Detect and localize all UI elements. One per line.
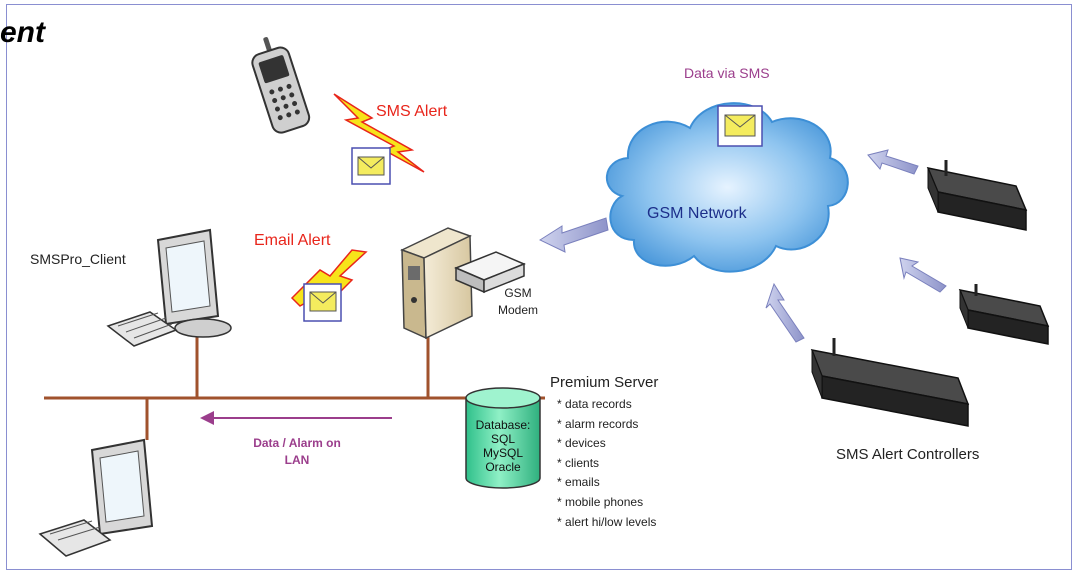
lan-computer-icon [38, 438, 154, 557]
server-list-item: devices [557, 434, 656, 454]
modem-icon [454, 251, 526, 294]
data-via-sms-label: Data via SMS [684, 65, 770, 81]
arrow-from-controller-1-icon [867, 149, 919, 175]
controller-device-2-icon [958, 284, 1050, 345]
sms-alert-label: SMS Alert [376, 103, 448, 120]
lan-label: Data / Alarm on LAN [253, 436, 341, 467]
page-title: ent [0, 16, 45, 49]
server-list-item: data records [557, 395, 656, 415]
arrow-from-controller-2-icon [899, 257, 947, 293]
premium-server-title: Premium Server [550, 374, 659, 391]
premium-server-list: data records alarm records devices clien… [557, 395, 656, 532]
server-list-item: alarm records [557, 415, 656, 435]
mobile-phone-icon [251, 37, 311, 134]
arrow-from-controller-3-icon [765, 282, 805, 343]
database-line: Oracle [485, 460, 521, 474]
database-line: SQL [490, 432, 515, 446]
gsm-modem-label: GSM Modem [497, 286, 538, 317]
server-list-item: mobile phones [557, 493, 656, 513]
sms-lightning-icon [333, 93, 425, 173]
diagram-frame [6, 4, 1072, 570]
sms-envelope-icon [351, 147, 391, 185]
server-list-item: alert hi/low levels [557, 513, 656, 533]
controllers-label: SMS Alert Controllers [836, 446, 980, 463]
client-label: SMSPro_Client [30, 251, 126, 267]
email-envelope-icon [303, 283, 342, 322]
cloud-icon [605, 102, 849, 273]
network-envelope-icon [717, 105, 763, 147]
arrow-to-modem-icon [538, 217, 609, 253]
email-alert-label: Email Alert [254, 232, 331, 249]
server-icon [400, 227, 473, 340]
controller-device-1-icon [926, 160, 1028, 231]
client-computer-icon [106, 228, 232, 347]
database-line: Database: [475, 418, 531, 432]
gsm-network-label: GSM Network [647, 205, 747, 222]
lan-arrow-icon [200, 411, 392, 425]
database-line: MySQL [482, 446, 523, 460]
lan-network-lines [44, 330, 545, 440]
server-list-item: emails [557, 473, 656, 493]
server-list-item: clients [557, 454, 656, 474]
database-icon [465, 387, 541, 489]
controller-device-3-icon [810, 338, 970, 427]
database-label: Database: SQL MySQL Oracle [471, 418, 535, 474]
